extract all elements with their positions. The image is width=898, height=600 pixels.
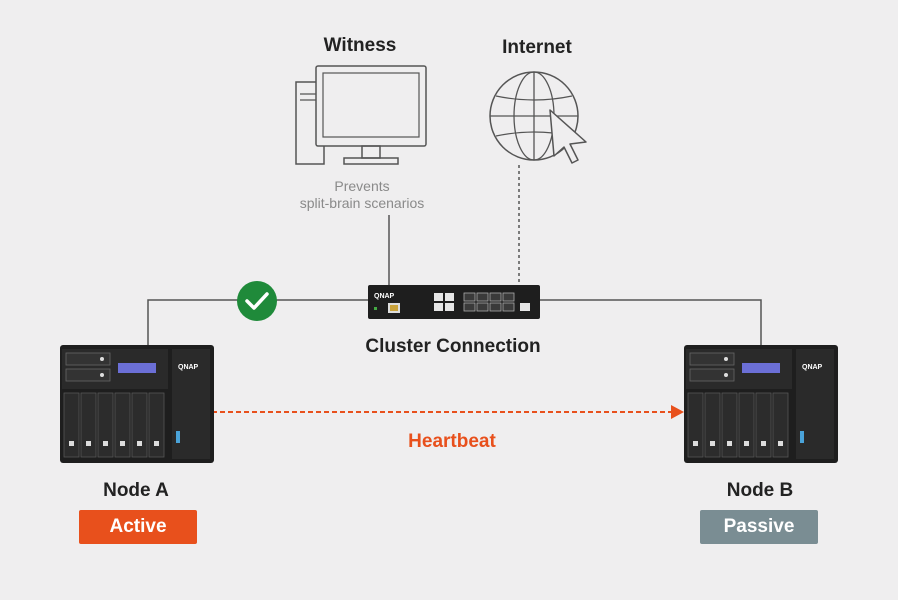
witness-caption-line2: split-brain scenarios bbox=[299, 195, 425, 211]
switch-brand-logo: QNAP bbox=[374, 293, 395, 300]
node-b-title: Node B bbox=[726, 480, 794, 501]
network-switch-icon: QNAP bbox=[368, 285, 540, 319]
cluster-connection-label: Cluster Connection bbox=[365, 336, 541, 357]
status-badge-active: Active bbox=[79, 510, 197, 544]
check-icon bbox=[237, 281, 277, 321]
nas-device-icon: QNAP bbox=[60, 345, 214, 463]
node-a-link bbox=[147, 299, 372, 345]
witness-caption: Prevents split-brain scenarios bbox=[300, 178, 425, 212]
witness-title: Witness bbox=[323, 35, 397, 56]
node-b-link bbox=[538, 299, 762, 345]
node-a-brand-logo: QNAP bbox=[178, 364, 199, 371]
monitor-icon bbox=[295, 65, 427, 165]
heartbeat-arrow-head bbox=[671, 405, 684, 419]
witness-caption-line1: Prevents bbox=[334, 178, 390, 194]
status-badge-passive: Passive bbox=[700, 510, 818, 544]
node-b-brand-logo: QNAP bbox=[802, 364, 823, 371]
globe-cursor-icon bbox=[489, 71, 587, 164]
heartbeat-label: Heartbeat bbox=[408, 431, 496, 452]
node-a-title: Node A bbox=[103, 480, 169, 501]
internet-title: Internet bbox=[502, 37, 572, 58]
nas-device-icon: QNAP bbox=[684, 345, 838, 463]
